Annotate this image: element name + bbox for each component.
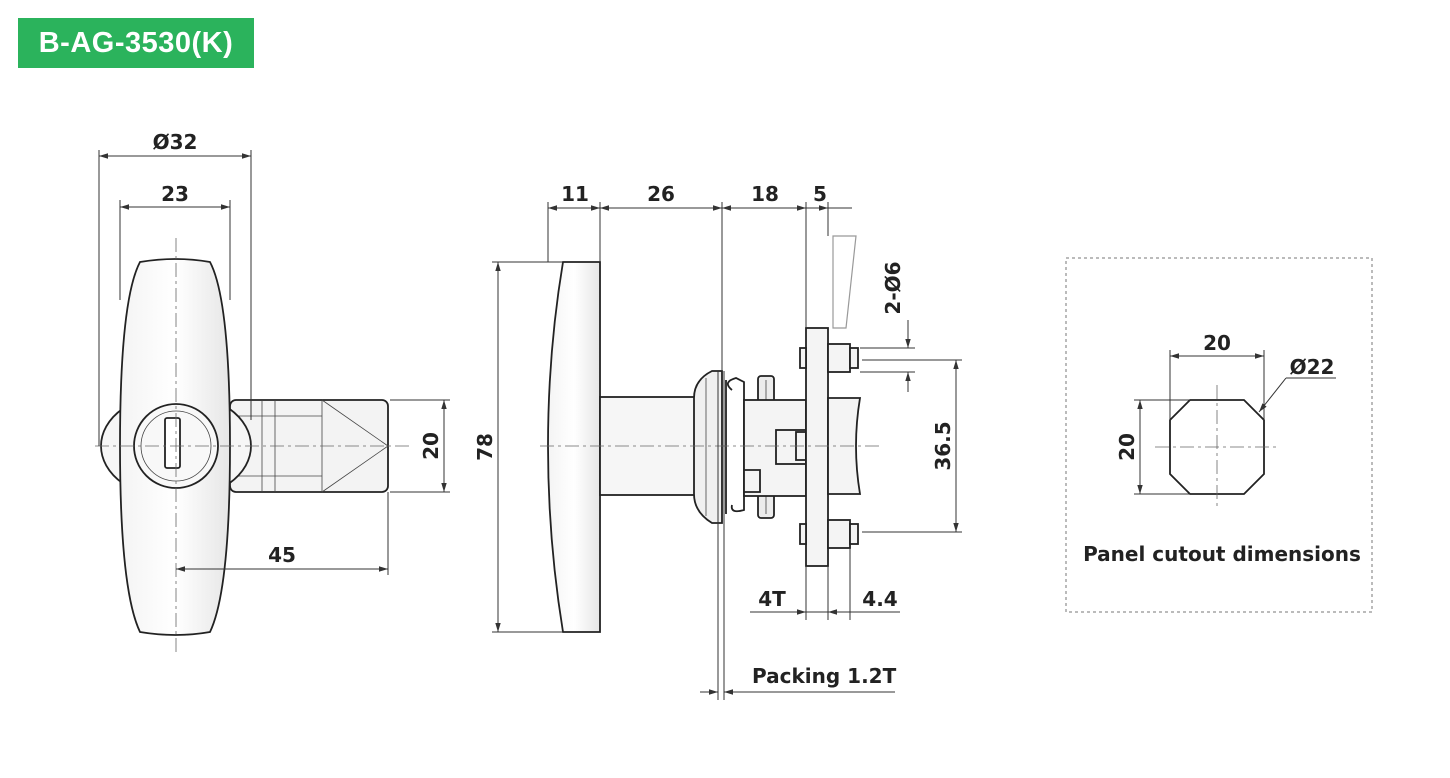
side-view: 11 26 18 5 78 2-Ø6 36.5 <box>473 182 962 700</box>
cam-rotated-ghost <box>832 235 857 329</box>
dim-side-chain: 11 26 18 5 <box>547 182 852 371</box>
svg-text:18: 18 <box>751 182 779 206</box>
keyhole <box>164 417 181 469</box>
dim-side-packing: Packing 1.2T <box>700 371 897 700</box>
svg-text:20: 20 <box>419 432 443 460</box>
front-view: Ø32 23 45 20 <box>95 130 450 655</box>
svg-text:36.5: 36.5 <box>931 421 955 470</box>
dim-front-width: 23 <box>119 182 231 300</box>
svg-text:23: 23 <box>161 182 189 206</box>
panel-cutout-view: 20 20 Ø22 Panel cutout dimensions <box>1065 257 1373 613</box>
handle-profile <box>547 261 601 633</box>
svg-text:78: 78 <box>473 433 497 461</box>
dim-side-height: 78 <box>473 261 563 633</box>
svg-text:5: 5 <box>813 182 827 206</box>
svg-text:11: 11 <box>561 182 589 206</box>
dim-front-outer-dia: Ø32 <box>98 130 252 446</box>
dim-cutout-height: 20 <box>1115 399 1190 495</box>
model-title-badge: B-AG-3530(K) <box>18 18 254 68</box>
dim-front-cam-width: 20 <box>390 399 450 493</box>
svg-text:45: 45 <box>268 543 296 567</box>
dim-side-hole-pitch: 36.5 <box>862 359 962 533</box>
bezel-flange <box>693 370 723 524</box>
svg-text:Ø32: Ø32 <box>153 130 198 154</box>
cutout-frame <box>1065 257 1373 613</box>
dim-cutout-dia: Ø22 <box>1258 355 1336 413</box>
dim-front-length: 45 <box>176 492 389 575</box>
svg-text:26: 26 <box>647 182 675 206</box>
packing-label: Packing 1.2T <box>752 664 897 688</box>
svg-text:4T: 4T <box>758 587 786 611</box>
dim-side-holes: 2-Ø6 <box>860 261 915 392</box>
mounting-plate <box>805 327 829 567</box>
svg-text:2-Ø6: 2-Ø6 <box>881 261 905 314</box>
dim-side-bottom: 4T 4.4 <box>750 548 900 620</box>
svg-text:Ø22: Ø22 <box>1290 355 1335 379</box>
stud-top <box>799 343 859 373</box>
svg-text:20: 20 <box>1115 433 1139 461</box>
stud-bottom <box>799 519 859 549</box>
cutout-label: Panel cutout dimensions <box>1083 542 1361 566</box>
dim-cutout-width: 20 <box>1169 331 1265 420</box>
svg-text:20: 20 <box>1203 331 1231 355</box>
svg-text:4.4: 4.4 <box>862 587 897 611</box>
